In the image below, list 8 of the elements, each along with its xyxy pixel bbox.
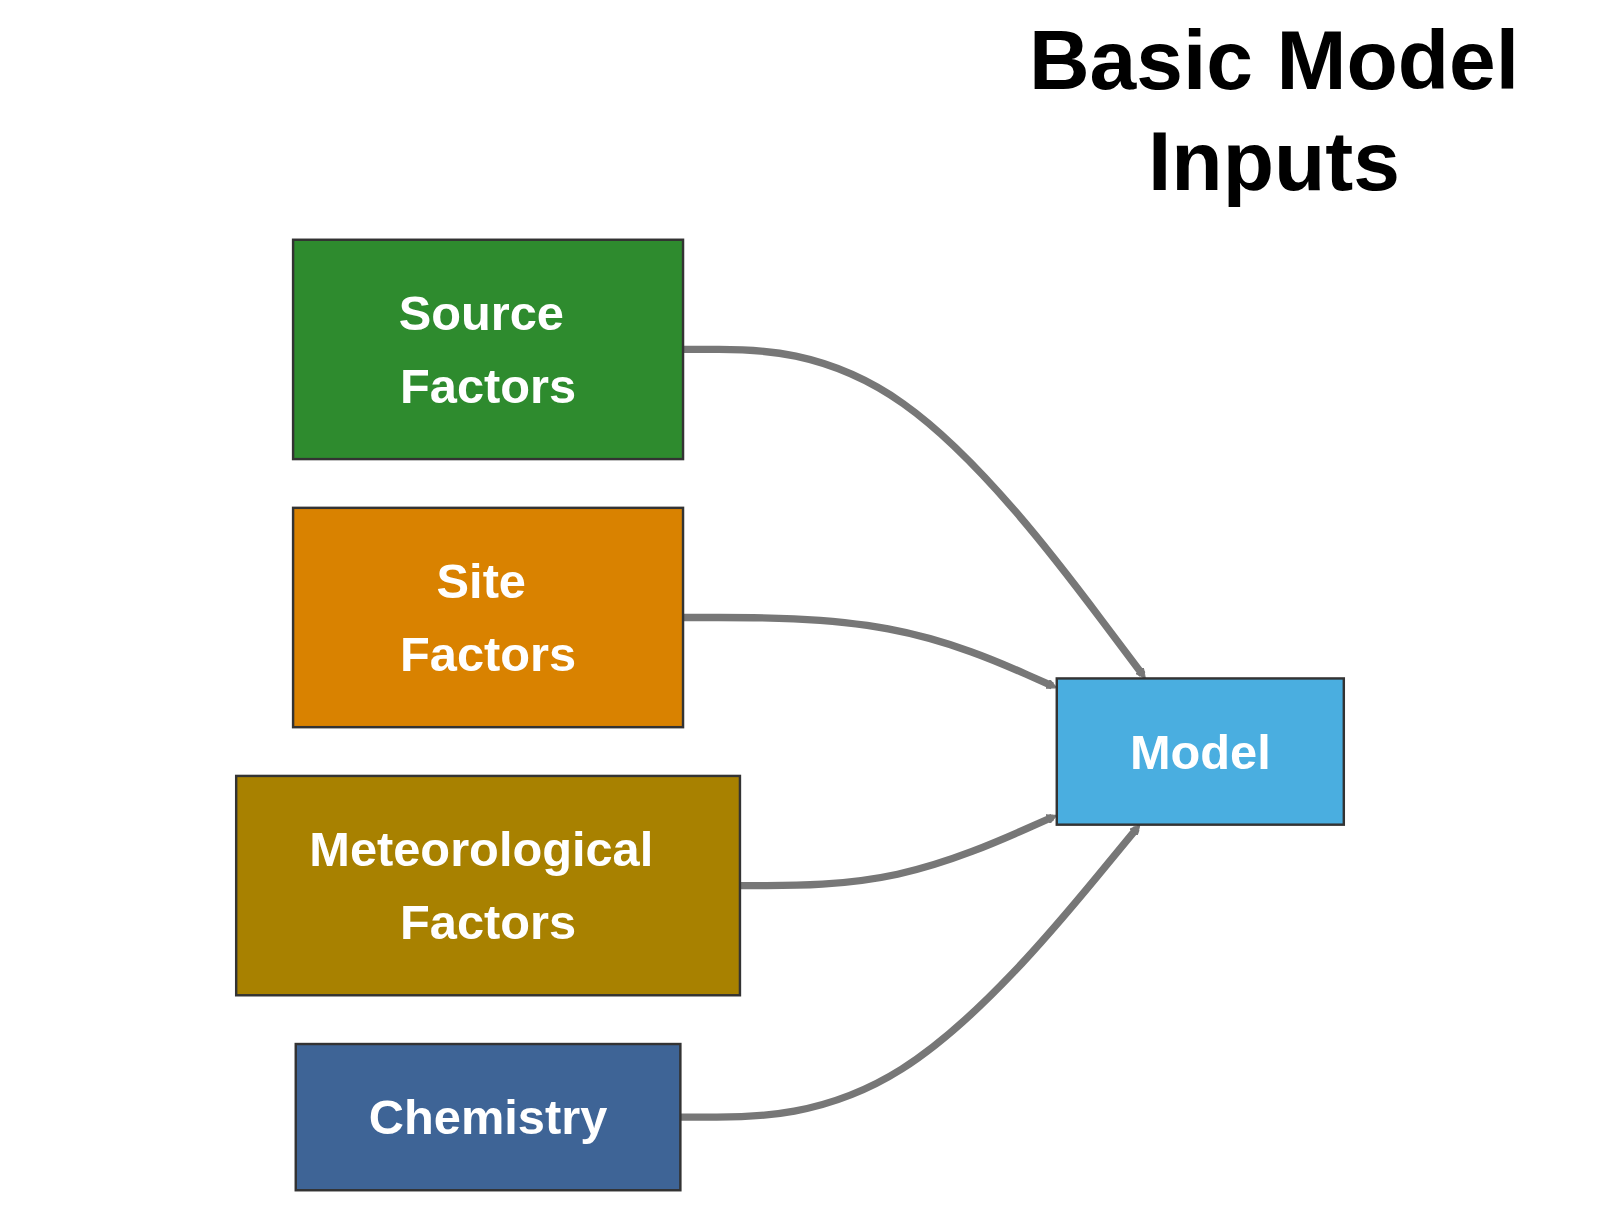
node-box: Model bbox=[1055, 677, 1346, 826]
node-box: Source Factors bbox=[291, 238, 685, 461]
diagram-title: Basic Model Inputs bbox=[1027, 12, 1521, 210]
node-box: Meteorological Factors bbox=[234, 774, 742, 997]
node-box: Chemistry bbox=[294, 1042, 682, 1192]
arrow bbox=[683, 345, 1146, 679]
arrow bbox=[680, 824, 1141, 1121]
node-box: Site Factors bbox=[291, 506, 685, 729]
